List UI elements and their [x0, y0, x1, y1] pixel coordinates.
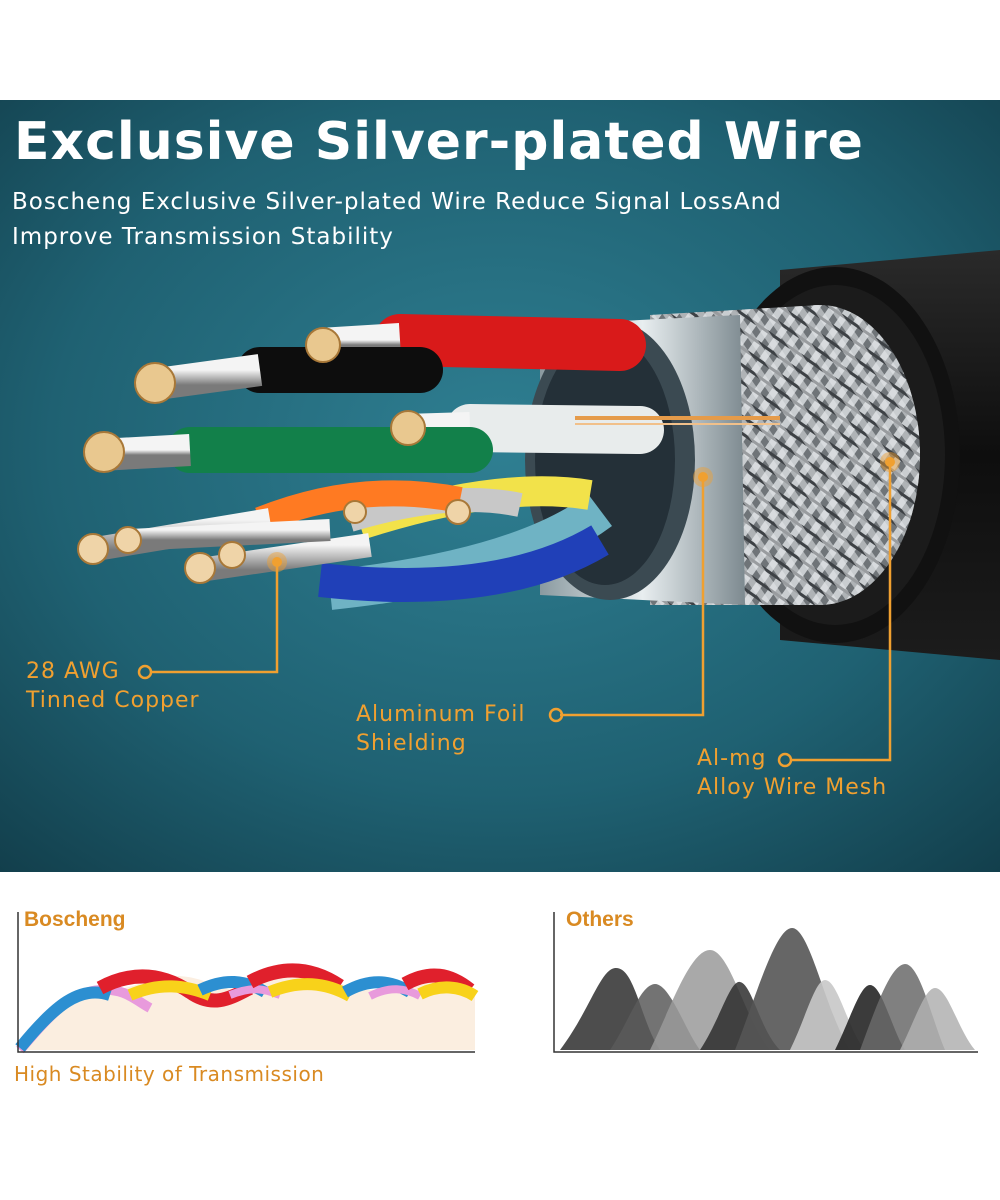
cable-illustration — [0, 100, 1000, 872]
callout-copper-line-2: Tinned Copper — [26, 688, 200, 713]
boscheng-waveform — [15, 963, 479, 1054]
callout-tinned-copper: 28 AWG Tinned Copper — [26, 657, 200, 715]
stability-comparison — [15, 912, 978, 1054]
right-axis — [553, 912, 978, 1053]
others-label: Others — [566, 908, 634, 931]
subtitle-line-2: Improve Transmission Stability — [12, 224, 394, 250]
callout-wire-mesh: Al-mg Alloy Wire Mesh — [697, 744, 887, 802]
callout-copper-line-1: 28 AWG — [26, 659, 120, 684]
others-waveform — [560, 928, 975, 1050]
callout-foil-line-2: Shielding — [356, 731, 467, 756]
callout-mesh-line-2: Alloy Wire Mesh — [697, 775, 888, 800]
callout-foil-line-1: Aluminum Foil — [356, 702, 526, 727]
callout-mesh-line-1: Al-mg — [697, 746, 767, 771]
callout-aluminum-foil: Aluminum Foil Shielding — [356, 700, 526, 758]
hero-banner — [0, 100, 1000, 872]
page-title: Exclusive Silver-plated Wire — [14, 112, 864, 172]
boscheng-label: Boscheng — [24, 908, 126, 931]
left-axis — [17, 912, 475, 1053]
subtitle-line-1: Boscheng Exclusive Silver-plated Wire Re… — [12, 189, 782, 215]
wire-core-icon — [77, 327, 471, 584]
callout-dot-icon — [137, 452, 900, 768]
page-subtitle: Boscheng Exclusive Silver-plated Wire Re… — [12, 185, 912, 255]
stability-caption: High Stability of Transmission — [14, 1062, 325, 1086]
